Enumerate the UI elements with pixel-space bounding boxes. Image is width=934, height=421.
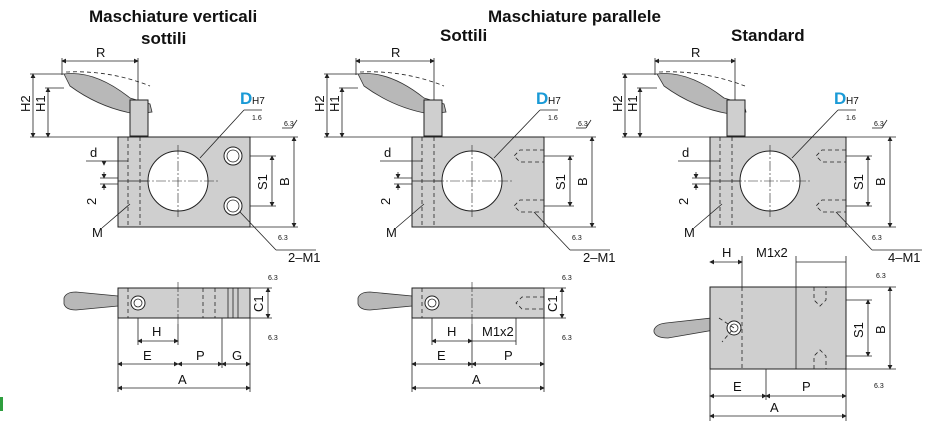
rough-6.3-g: 6.3 xyxy=(562,275,572,282)
dim-D-3: D xyxy=(834,89,846,108)
panel-left-side: C1 6.3 6.3 H E P G A xyxy=(63,275,278,392)
dim-2M1-2: 2–M1 xyxy=(583,250,616,265)
dim-G: G xyxy=(232,348,242,363)
lever-side-3 xyxy=(653,317,715,339)
dim-A: A xyxy=(178,372,187,387)
title-vertical-thin-2: sottili xyxy=(141,29,186,48)
dim-2-2: 2 xyxy=(378,198,393,205)
dim-P-3: P xyxy=(802,379,811,394)
dim-R-2: R xyxy=(391,45,400,60)
dim-2-3: 2 xyxy=(676,198,691,205)
dim-H1-2: H1 xyxy=(327,95,342,112)
lever-stud xyxy=(129,99,149,137)
dim-B: B xyxy=(277,177,292,186)
rough-1.6: 1.6 xyxy=(252,115,262,122)
dim-H-2: H xyxy=(447,324,456,339)
dim-M1x2-3: M1x2 xyxy=(756,245,788,260)
dim-H2-3: H2 xyxy=(610,95,625,112)
dim-B-4: B xyxy=(873,325,888,334)
dim-D-2: D xyxy=(536,89,548,108)
dim-H7-3: H7 xyxy=(846,96,859,107)
rough-6.3-d: 6.3 xyxy=(268,335,278,342)
dim-S1-3: S1 xyxy=(851,174,866,190)
panel-right-front: R H2 H1 D H7 1.6 6.3 d 2 M xyxy=(610,45,922,265)
rough-6.3-l: 6.3 xyxy=(874,383,884,390)
lever-side-2 xyxy=(357,291,413,311)
dim-S1-4: S1 xyxy=(851,322,866,338)
dim-A-3: A xyxy=(770,400,779,415)
dim-M-2: M xyxy=(386,225,397,240)
dim-C1-2: C1 xyxy=(545,295,560,312)
dim-C1: C1 xyxy=(251,295,266,312)
rough-6.3-i: 6.3 xyxy=(874,121,884,128)
dim-2M1: 2–M1 xyxy=(288,250,321,265)
title-parallel-taps: Maschiature parallele xyxy=(488,7,661,26)
dim-H2-2: H2 xyxy=(312,95,327,112)
dim-2: 2 xyxy=(84,198,99,205)
rough-6.3-k: 6.3 xyxy=(876,273,886,280)
rough-6.3-f: 6.3 xyxy=(572,235,582,242)
dim-M: M xyxy=(92,225,103,240)
dim-H: H xyxy=(152,324,161,339)
dim-A-2: A xyxy=(472,372,481,387)
rough-6.3-c: 6.3 xyxy=(268,275,278,282)
dim-H-3: H xyxy=(722,245,731,260)
rough-6.3-h: 6.3 xyxy=(562,335,572,342)
dim-B-2: B xyxy=(575,177,590,186)
title-standard: Standard xyxy=(731,26,805,45)
dim-H7-2: H7 xyxy=(548,96,561,107)
dim-d-3: d xyxy=(682,145,689,160)
dim-M-3: M xyxy=(684,225,695,240)
dim-S1-2: S1 xyxy=(553,174,568,190)
rough-1.6-3: 1.6 xyxy=(846,115,856,122)
panel-middle-front: R H2 H1 D H7 1.6 6.3 d 2 M xyxy=(312,45,616,265)
dim-D: D xyxy=(240,89,252,108)
dim-R: R xyxy=(96,45,105,60)
lever-side xyxy=(63,291,119,311)
clamp-lever-3 xyxy=(656,73,747,115)
title-thin: Sottili xyxy=(440,26,487,45)
dim-H1: H1 xyxy=(33,95,48,112)
title-vertical-thin: Maschiature verticali xyxy=(89,7,257,26)
dim-d-2: d xyxy=(384,145,391,160)
rough-6.3-j: 6.3 xyxy=(872,235,882,242)
dim-d: d xyxy=(90,145,97,160)
dim-P: P xyxy=(196,348,205,363)
dim-H7: H7 xyxy=(252,96,265,107)
dim-S1: S1 xyxy=(255,174,270,190)
dim-4M1: 4–M1 xyxy=(888,250,921,265)
panel-left-front: R H2 H1 D H7 1.6 6.3 d xyxy=(18,45,321,265)
dim-R-3: R xyxy=(691,45,700,60)
panel-right-side: H M1x2 6.3 S1 B 6.3 E P A xyxy=(653,245,896,421)
dim-B-3: B xyxy=(873,177,888,186)
dim-P-2: P xyxy=(504,348,513,363)
dim-H1-3: H1 xyxy=(625,95,640,112)
rough-6.3-b: 6.3 xyxy=(278,235,288,242)
dim-E-3: E xyxy=(733,379,742,394)
rough-1.6-2: 1.6 xyxy=(548,115,558,122)
rough-6.3-e: 6.3 xyxy=(578,121,588,128)
panel-middle-side: C1 6.3 6.3 H M1x2 E P A xyxy=(357,275,572,392)
dim-E-2: E xyxy=(437,348,446,363)
rough-6.3-a: 6.3 xyxy=(284,121,294,128)
dim-H2: H2 xyxy=(18,95,33,112)
dim-M1x2: M1x2 xyxy=(482,324,514,339)
dim-E: E xyxy=(143,348,152,363)
green-marker xyxy=(0,397,3,411)
